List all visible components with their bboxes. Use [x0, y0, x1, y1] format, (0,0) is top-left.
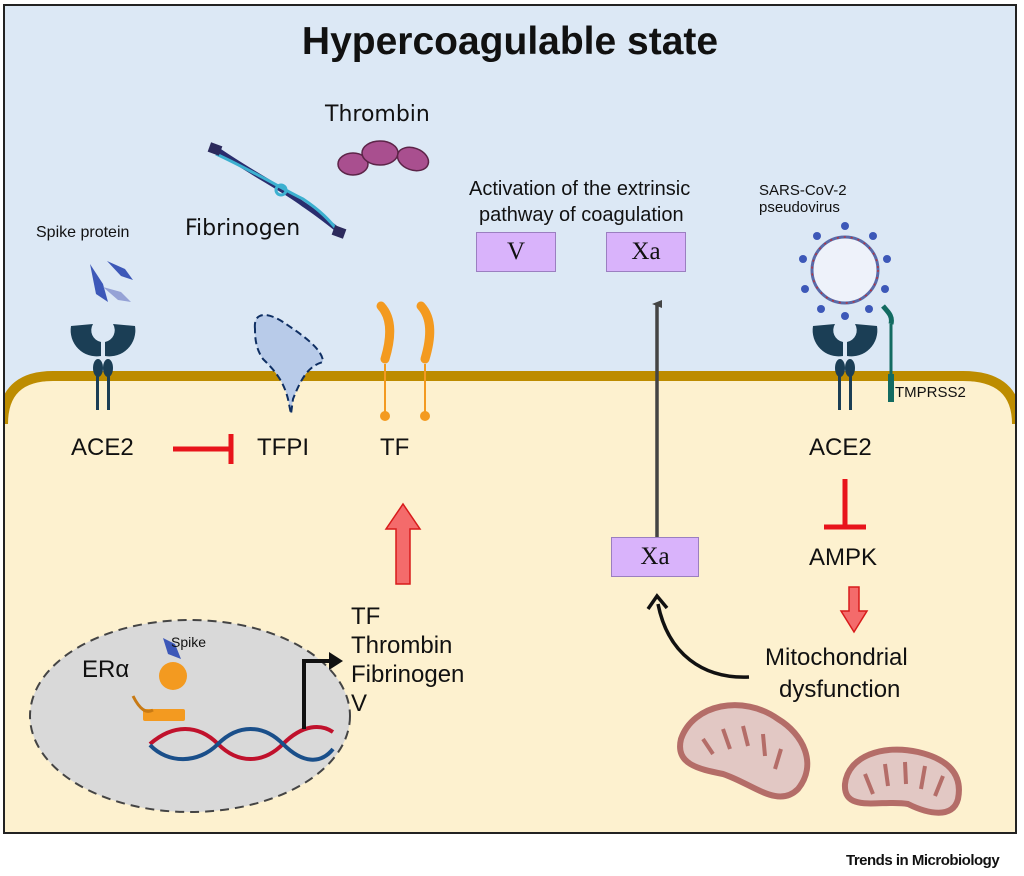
- frame-border: [3, 4, 1017, 834]
- journal-credit: Trends in Microbiology: [846, 852, 1000, 869]
- thrombin-label: Thrombin: [325, 102, 430, 127]
- cell-membrane: [3, 371, 1017, 425]
- ampk-to-mito-arrow: [839, 586, 869, 634]
- inhibition-arrow-right: [824, 479, 866, 530]
- gene-list: TF Thrombin Fibrinogen V: [351, 602, 464, 718]
- gene-item: V: [351, 690, 368, 717]
- gene-item: TF: [351, 603, 381, 630]
- dna-icon: [148, 725, 335, 762]
- mito-label-line1: Mitochondrial: [765, 644, 908, 671]
- fibrinogen-icon: [207, 142, 347, 239]
- xa-box-intracellular: Xa: [611, 537, 699, 577]
- ace2-label-right: ACE2: [809, 434, 872, 461]
- gene-item: Fibrinogen: [351, 661, 465, 688]
- ace2-receptor-left: [70, 324, 136, 410]
- inhibition-arrow-left: [173, 434, 234, 464]
- virus-label-line1: SARS-CoV-2: [759, 182, 847, 199]
- fibrinogen-label: Fibrinogen: [185, 216, 301, 241]
- er-alpha-protein-icon: [131, 638, 187, 721]
- thrombin-icon: [337, 140, 430, 176]
- diagram-canvas: [3, 4, 1017, 834]
- tf-receptor-icon: [376, 301, 435, 421]
- virus-label-line2: pseudovirus: [759, 199, 840, 216]
- transcription-arrow: [302, 652, 343, 729]
- tfpi-label: TFPI: [257, 434, 309, 461]
- ace2-label-left: ACE2: [71, 434, 134, 461]
- er-alpha-label: ERα: [82, 656, 130, 683]
- tmprss2-label: TMPRSS2: [895, 384, 966, 401]
- tmprss2-icon: [881, 304, 894, 402]
- ampk-label: AMPK: [809, 544, 878, 571]
- figure-frame: Hypercoagulable state Thrombin Fibrinoge…: [3, 4, 1017, 834]
- factor-v-box: V: [476, 232, 556, 272]
- spike-protein-icon: [90, 261, 133, 302]
- sars-cov-2-virus-icon: [799, 222, 891, 320]
- pathway-label-line2: pathway of coagulation: [479, 204, 684, 226]
- spike-protein-label: Spike protein: [36, 224, 130, 241]
- spike-label: Spike: [171, 634, 207, 650]
- tfpi-icon: [253, 314, 325, 415]
- factor-xa-box: Xa: [606, 232, 686, 272]
- page-title: Hypercoagulable state: [301, 20, 719, 63]
- pathway-label-line1: Activation of the extrinsic: [469, 178, 691, 200]
- tf-label: TF: [380, 434, 410, 461]
- upregulation-arrow-tf: [384, 502, 422, 585]
- mito-label-line2: dysfunction: [779, 676, 901, 703]
- nucleus: [29, 619, 351, 813]
- mitochondria-icon: [677, 702, 962, 816]
- gene-item: Thrombin: [351, 632, 453, 659]
- ace2-receptor-right: [812, 324, 878, 410]
- curved-arrow-mito-to-xa: [646, 593, 750, 679]
